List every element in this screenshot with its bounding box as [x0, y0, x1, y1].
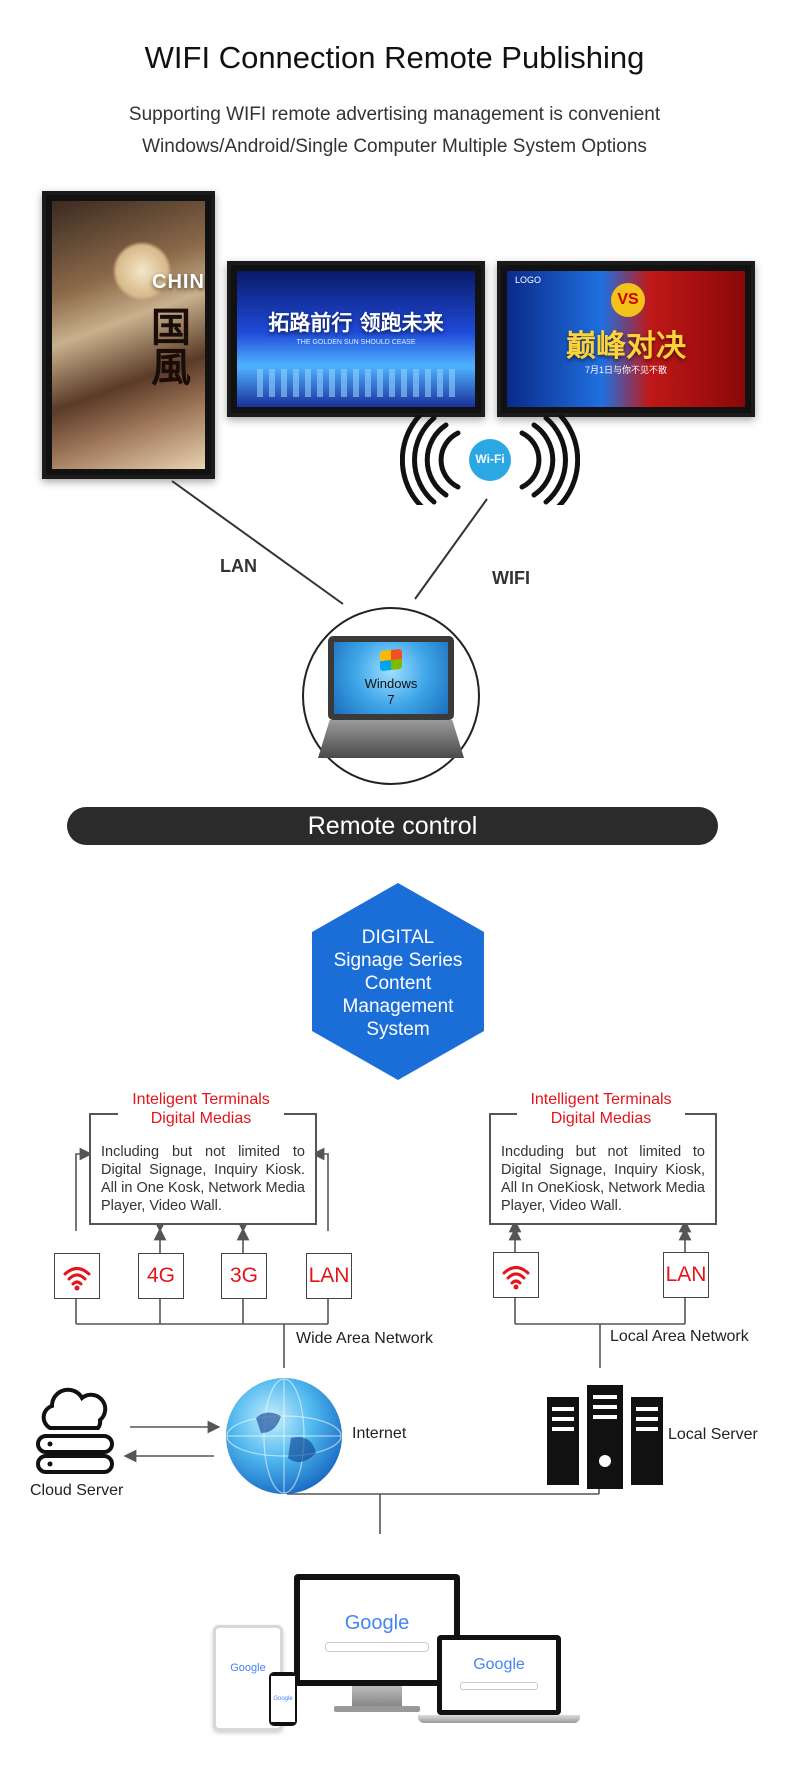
terminals-right-title-1: Intelligent Terminals [530, 1091, 672, 1108]
terminals-box-right: Incduding but not limited to Digital Sig… [489, 1113, 717, 1225]
horizontal-display-right: LOGO VS 巅峰对决 7月1日与你不见不散 [497, 261, 755, 417]
screen-right-text-1: 巅峰对决 [566, 329, 686, 364]
laptop-os-line-2: 7 [387, 692, 395, 707]
cloud-server-label: Cloud Server [30, 1482, 124, 1499]
hexagon-line-2: Signage Series [333, 950, 463, 971]
windows-logo-icon [380, 648, 402, 672]
network-3g-box: 3G [221, 1253, 267, 1299]
screen-middle-text-2: THE GOLDEN SUN SHOULD CEASE [296, 339, 416, 346]
terminals-right-title: Intelligent Terminals Digital Medias [517, 1090, 685, 1128]
subtitle-line-1: Supporting WIFI remote advertising manag… [128, 104, 661, 125]
wifi-network-box-right [493, 1252, 539, 1298]
monitor-stand [352, 1686, 402, 1706]
remote-control-bar: Remote control [67, 807, 718, 845]
wifi-network-box [54, 1253, 100, 1299]
cms-hexagon-text: DIGITAL Signage Series Content Managemen… [312, 926, 484, 1041]
connection-lines [171, 480, 488, 605]
hexagon-line-4: Management [342, 996, 454, 1017]
desktop-monitor: Google [294, 1574, 460, 1686]
screen-right-text-2: 7月1日与你不见不散 [584, 365, 667, 375]
subtitle-line-2: Windows/Android/Single Computer Multiple… [142, 136, 647, 157]
hexagon-line-1: DIGITAL [361, 927, 435, 948]
network-4g-box: 4G [138, 1253, 184, 1299]
horizontal-display-middle: 拓路前行 领跑未来 THE GOLDEN SUN SHOULD CEASE [227, 261, 485, 417]
hexagon-line-3: Content [364, 973, 432, 994]
cms-hexagon [312, 883, 484, 1080]
terminals-left-title: Inteligent Terminals Digital Medias [118, 1090, 284, 1128]
laptop-circle: Windows 7 [302, 607, 480, 785]
terminals-left-title-1: Inteligent Terminals [132, 1091, 270, 1108]
tablet-google-logo: Google [230, 1662, 266, 1674]
lan-network-label: Local Area Network [610, 1328, 749, 1345]
desktop-google-logo: Google [344, 1612, 410, 1634]
laptop-keyboard [318, 720, 464, 758]
wifi-badge: Wi-Fi [475, 452, 505, 466]
wan-label: Wide Area Network [296, 1330, 433, 1347]
wifi-signal-icon [400, 415, 580, 505]
phone-device: Google [269, 1672, 297, 1726]
internet-globe-icon [226, 1378, 342, 1494]
terminals-left-title-2: Digital Medias [150, 1110, 252, 1127]
terminals-left-body: Including but not limited to Digital Sig… [101, 1144, 305, 1214]
network-lan-box-left: LAN [306, 1253, 352, 1299]
network-lan-box-right: LAN [663, 1252, 709, 1298]
screen-left-text-1: CHINA [152, 271, 205, 293]
phone-google-logo: Google [273, 1696, 293, 1702]
local-server-label: Local Server [668, 1426, 758, 1443]
screen-left-text-2: 国風 [144, 306, 191, 386]
terminals-right-title-2: Digital Medias [550, 1110, 652, 1127]
terminals-right-body: Incduding but not limited to Digital Sig… [501, 1144, 705, 1214]
hexagon-line-5: System [366, 1019, 430, 1040]
screen-middle-text-1: 拓路前行 领跑未来 [268, 310, 444, 335]
screen-right-vs: VS [611, 283, 645, 317]
vertical-display: CHINA 国風 [42, 191, 215, 479]
terminals-box-left: Including but not limited to Digital Sig… [89, 1113, 317, 1225]
wifi-link-label: WIFI [492, 568, 530, 588]
laptop-os-line-1: Windows [364, 676, 418, 691]
wifi-icon [63, 1267, 91, 1291]
laptop-device: Google [437, 1635, 561, 1715]
laptop-google-logo: Google [473, 1656, 525, 1673]
local-server-icon [547, 1385, 663, 1489]
cloud-server-icon [36, 1387, 114, 1474]
screen-right-logo: LOGO [515, 275, 542, 285]
lan-link-label: LAN [220, 556, 257, 576]
page-title: WIFI Connection Remote Publishing [144, 40, 645, 75]
wifi-icon [502, 1266, 530, 1290]
internet-label: Internet [352, 1425, 407, 1442]
